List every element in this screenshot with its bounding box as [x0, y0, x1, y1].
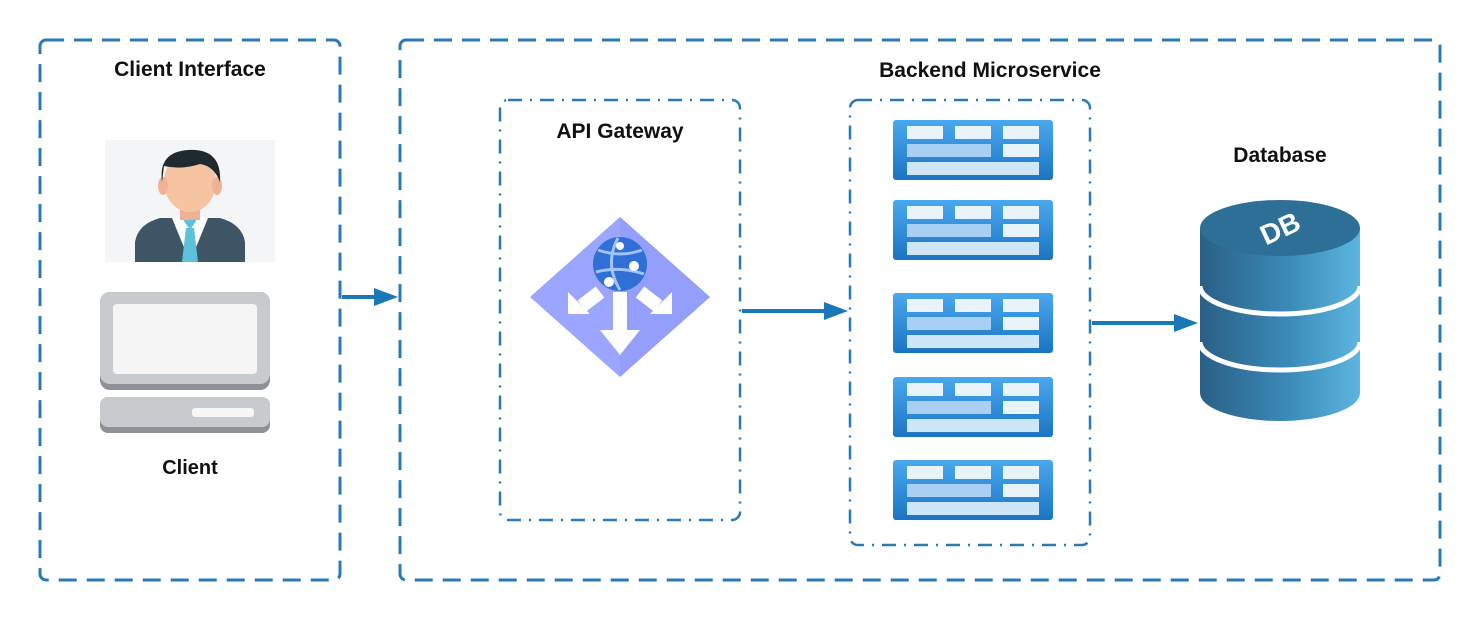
- services-frame: [848, 98, 1092, 547]
- user-avatar-icon: [105, 140, 275, 262]
- arrow-gateway-to-services: [742, 302, 848, 320]
- backend-frame: [398, 38, 1442, 582]
- microservice-icon: [893, 200, 1053, 260]
- microservice-icon: [893, 377, 1053, 437]
- arrow-services-to-database: [1092, 314, 1198, 332]
- microservice-icon: [893, 460, 1053, 520]
- microservice-icon: [893, 293, 1053, 353]
- database-title: Database: [1233, 144, 1327, 167]
- client-interface-frame: [38, 38, 342, 582]
- api-gateway-title: API Gateway: [556, 120, 684, 143]
- client-label: Client: [162, 457, 218, 479]
- client-interface-title: Client Interface: [114, 58, 266, 81]
- database-icon: DB: [1197, 200, 1363, 421]
- arrow-client-to-backend: [342, 288, 398, 306]
- api-gateway-icon: [530, 217, 710, 377]
- microservice-icon: [893, 120, 1053, 180]
- desktop-computer-icon: [100, 292, 270, 433]
- api-gateway-frame: [498, 98, 742, 522]
- backend-title: Backend Microservice: [879, 59, 1101, 82]
